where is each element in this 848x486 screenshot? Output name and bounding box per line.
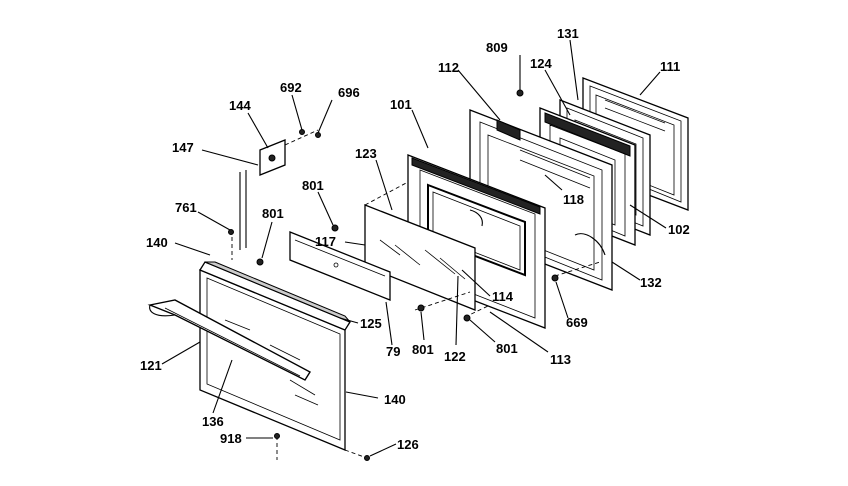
screw-801d bbox=[463, 314, 471, 322]
screw-801a bbox=[331, 224, 339, 232]
label-114: 114 bbox=[492, 289, 514, 304]
label-761: 761 bbox=[175, 200, 197, 215]
label-121: 121 bbox=[140, 358, 162, 373]
label-801-c: 801 bbox=[412, 342, 434, 357]
label-125: 125 bbox=[360, 316, 382, 331]
label-140-a: 140 bbox=[146, 235, 168, 250]
part-labels: 809 131 112 124 111 692 696 144 101 147 … bbox=[140, 26, 690, 452]
label-144: 144 bbox=[229, 98, 251, 113]
label-111: 111 bbox=[660, 59, 680, 74]
label-801-a: 801 bbox=[302, 178, 324, 193]
part-79-shield bbox=[289, 231, 391, 301]
label-112: 112 bbox=[438, 60, 459, 75]
label-79: 79 bbox=[386, 344, 400, 359]
screw-669 bbox=[551, 274, 559, 282]
label-124: 124 bbox=[530, 56, 552, 71]
part-123-glass bbox=[364, 181, 476, 311]
label-809: 809 bbox=[486, 40, 508, 55]
label-692: 692 bbox=[280, 80, 302, 95]
screw-692 bbox=[299, 129, 305, 135]
label-801-b: 801 bbox=[262, 206, 284, 221]
label-117: 117 bbox=[315, 234, 336, 249]
screw-809 bbox=[516, 89, 524, 97]
screw-918 bbox=[274, 433, 280, 439]
label-126: 126 bbox=[397, 437, 419, 452]
label-118: 118 bbox=[563, 192, 584, 207]
label-918: 918 bbox=[220, 431, 242, 446]
label-101: 101 bbox=[390, 97, 412, 112]
screw-801b bbox=[256, 258, 264, 266]
screw-126 bbox=[364, 455, 370, 461]
part-121-door-handle bbox=[147, 299, 311, 381]
leader-lines bbox=[161, 39, 667, 457]
label-140-b: 140 bbox=[384, 392, 406, 407]
label-132: 132 bbox=[640, 275, 662, 290]
label-147: 147 bbox=[172, 140, 194, 155]
label-801-d: 801 bbox=[496, 341, 518, 356]
screw-761 bbox=[228, 229, 234, 235]
part-144-hinge bbox=[239, 129, 319, 250]
screw-696 bbox=[315, 132, 321, 138]
label-696: 696 bbox=[338, 85, 360, 100]
label-136: 136 bbox=[202, 414, 224, 429]
label-102: 102 bbox=[668, 222, 690, 237]
label-122: 122 bbox=[444, 349, 466, 364]
label-669: 669 bbox=[566, 315, 588, 330]
screw-801c bbox=[417, 304, 425, 312]
label-123: 123 bbox=[355, 146, 377, 161]
label-131: 131 bbox=[557, 26, 579, 41]
label-113: 113 bbox=[550, 352, 571, 367]
